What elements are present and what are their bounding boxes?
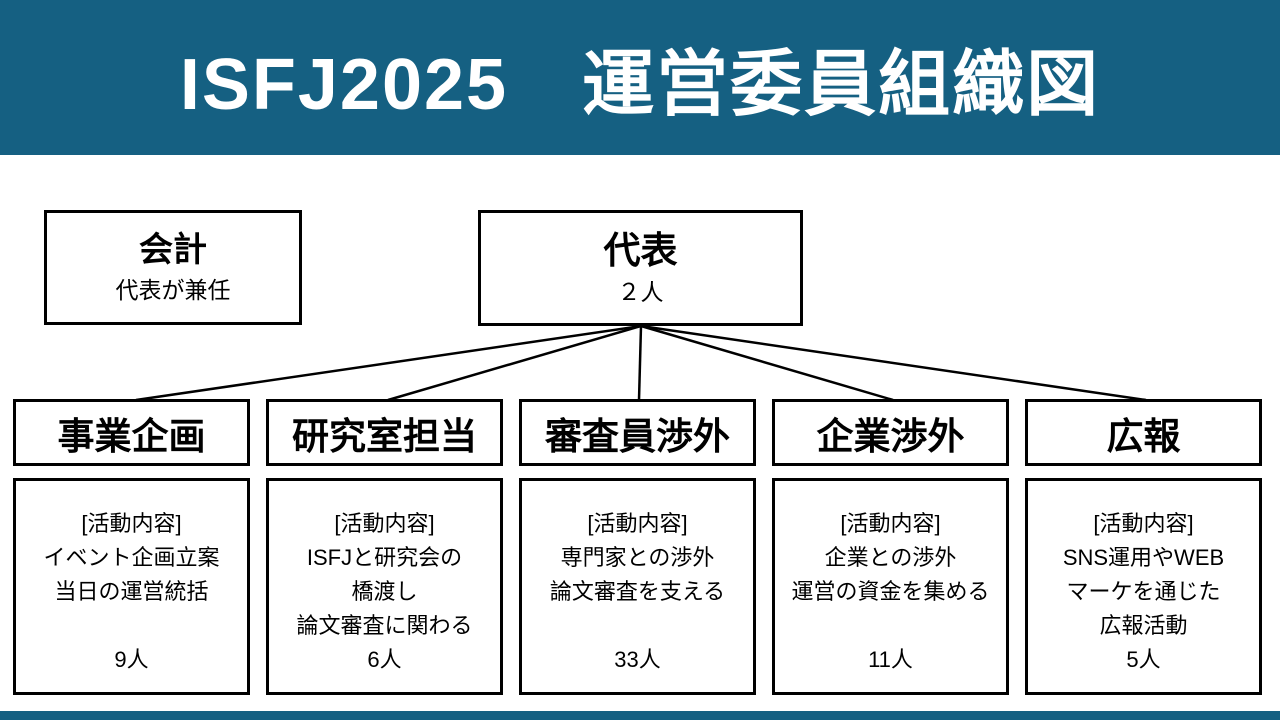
dept-details-text: [活動内容] イベント企画立案 当日の運営統括 9人 [43,511,220,672]
dept-title-public-relations: 広報 [1025,399,1262,466]
dept-details-text: [活動内容] 専門家との渉外 論文審査を支える 33人 [549,511,726,672]
footer-accent-bar [0,711,1280,720]
dept-title-label: 研究室担当 [292,415,477,457]
node-accounting: 会計 代表が兼任 [44,210,302,325]
node-accounting-title: 会計 [139,231,207,270]
dept-details-public-relations: [活動内容] SNS運用やWEB マーケを通じた 広報活動 5人 [1025,478,1262,695]
node-leader-title: 代表 [603,230,678,271]
dept-details-judge-relations: [活動内容] 専門家との渉外 論文審査を支える 33人 [519,478,756,695]
node-leader-subtitle: ２人 [617,279,664,306]
node-leader: 代表 ２人 [478,210,803,326]
dept-details-lab-liaison: [活動内容] ISFJと研究会の 橋渡し 論文審査に関わる 6人 [266,478,503,695]
dept-title-lab-liaison: 研究室担当 [266,399,503,466]
dept-title-label: 企業渉外 [816,415,965,457]
dept-title-label: 事業企画 [57,415,206,457]
dept-title-label: 審査員渉外 [545,415,730,457]
dept-title-corporate-relations: 企業渉外 [772,399,1009,466]
dept-title-label: 広報 [1106,415,1181,457]
dept-details-text: [活動内容] SNS運用やWEB マーケを通じた 広報活動 5人 [1062,511,1225,672]
slide-header: ISFJ2025 運営委員組織図 [0,0,1280,155]
slide-title: ISFJ2025 運営委員組織図 [179,45,1101,125]
dept-title-business-planning: 事業企画 [13,399,250,466]
dept-details-corporate-relations: [活動内容] 企業との渉外 運営の資金を集める 11人 [772,478,1009,695]
dept-details-business-planning: [活動内容] イベント企画立案 当日の運営統括 9人 [13,478,250,695]
dept-details-text: [活動内容] 企業との渉外 運営の資金を集める 11人 [791,511,990,672]
node-accounting-subtitle: 代表が兼任 [115,277,231,304]
dept-title-judge-relations: 審査員渉外 [519,399,756,466]
dept-details-text: [活動内容] ISFJと研究会の 橋渡し 論文審査に関わる 6人 [296,511,473,672]
